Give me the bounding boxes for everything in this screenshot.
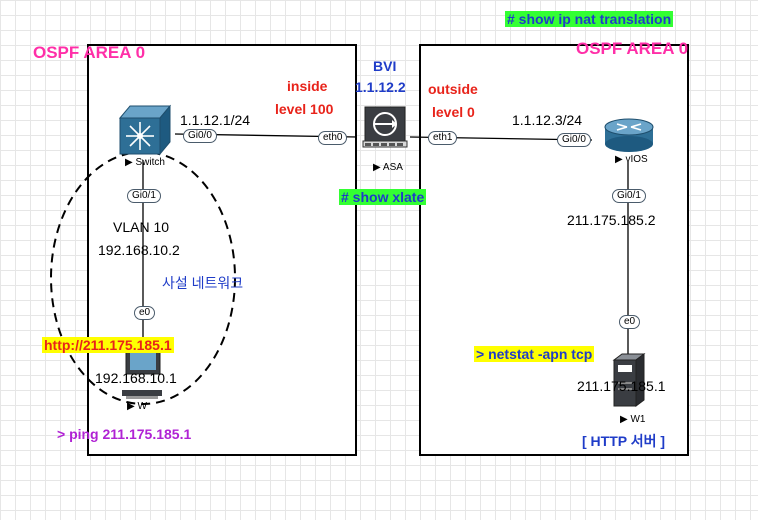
private-network-label: 사설 네트워크	[162, 275, 244, 291]
pc-right-device-label: ▶ W1	[620, 414, 646, 425]
router-icon[interactable]	[602, 116, 656, 154]
switch-name: Switch	[135, 157, 165, 168]
router-port-gi01: Gi0/1	[612, 189, 646, 203]
asa-firewall-icon[interactable]	[362, 105, 408, 155]
router-name: vIOS	[625, 154, 648, 165]
asa-name: ASA	[382, 162, 403, 173]
switch-icon[interactable]	[112, 104, 172, 156]
pc-right-port-e0: e0	[619, 315, 641, 329]
switch-port-gi00: Gi0/0	[183, 129, 217, 143]
vlan-ip: 192.168.10.2	[98, 242, 180, 258]
left-area-title: OSPF AREA 0	[33, 43, 146, 62]
nat-translation-command: # show ip nat translation	[505, 11, 674, 27]
bvi-ip: 1.1.12.2	[355, 79, 406, 95]
pc-left-device-label: ▶ W	[127, 401, 147, 412]
outside-level: level 0	[432, 104, 475, 120]
bvi-label: BVI	[373, 58, 397, 74]
xlate-command: # show xlate	[339, 189, 427, 205]
http-server-role: [ HTTP 서버 ]	[582, 433, 666, 449]
pc-right-name: W1	[630, 414, 646, 425]
inside-level: level 100	[275, 101, 334, 117]
switch-ip: 1.1.12.1/24	[180, 112, 251, 128]
router-device-label: ▶ vIOS	[615, 154, 648, 165]
asa-device-label: ▶ ASA	[373, 162, 403, 173]
asa-port-eth0: eth0	[318, 131, 348, 145]
pc-left-name: W	[137, 401, 147, 412]
asa-port-eth1: eth1	[428, 131, 458, 145]
inside-label: inside	[287, 78, 328, 94]
vlan-label: VLAN 10	[113, 219, 170, 235]
right-area-title: OSPF AREA 0	[576, 39, 689, 58]
router-down-ip: 211.175.185.2	[567, 212, 656, 228]
pc-left-url: http://211.175.185.1	[42, 337, 174, 353]
switch-device-label: ▶ Switch	[125, 157, 165, 168]
switch-port-gi01: Gi0/1	[127, 189, 161, 203]
server-icon[interactable]	[610, 352, 646, 408]
pc-left-port-e0: e0	[134, 306, 156, 320]
router-ip: 1.1.12.3/24	[512, 112, 583, 128]
pc-right-ip: 211.175.185.1	[577, 378, 666, 394]
ping-command: > ping 211.175.185.1	[57, 426, 192, 442]
router-port-gi00: Gi0/0	[557, 133, 591, 147]
pc-left-ip: 192.168.10.1	[95, 370, 177, 386]
netstat-command: > netstat -apn tcp	[474, 346, 595, 362]
outside-label: outside	[428, 81, 478, 97]
